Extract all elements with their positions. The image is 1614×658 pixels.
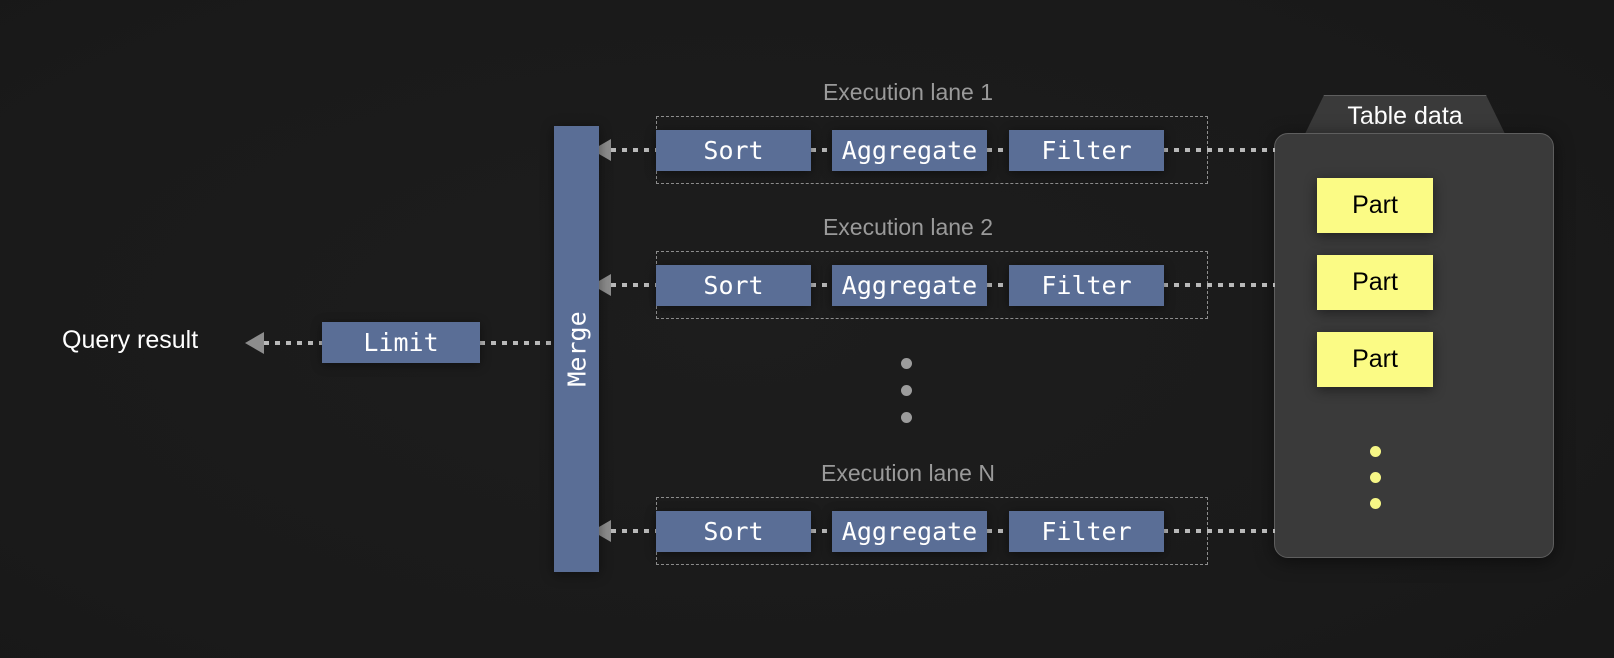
connector-lane-1-internal-d	[987, 148, 1009, 152]
operator-filter-lane-1[interactable]: Filter	[1009, 130, 1164, 171]
operator-sort-lane-1[interactable]: Sort	[656, 130, 811, 171]
merge-operator[interactable]: Merge	[554, 126, 599, 572]
ellipsis-dot	[1370, 446, 1381, 457]
operator-aggregate-lane-2[interactable]: Aggregate	[832, 265, 987, 306]
connector-lane-n-internal-d	[987, 529, 1009, 533]
connector-lane-1-to-table	[1163, 148, 1275, 152]
connector-lane-2-internal-b	[811, 283, 833, 287]
arrow-to-query-result-icon	[245, 332, 264, 354]
part-ellipsis	[1370, 446, 1381, 509]
connector-lane-2-to-table	[1163, 283, 1275, 287]
ellipsis-dot	[901, 358, 912, 369]
operator-filter-lane-n[interactable]: Filter	[1009, 511, 1164, 552]
operator-sort-lane-2[interactable]: Sort	[656, 265, 811, 306]
lane-title-n: Execution lane N	[821, 460, 995, 486]
table-data-title: Table data	[1347, 102, 1463, 130]
connector-lane-n-to-table	[1163, 529, 1275, 533]
connector-limit-to-result	[264, 341, 324, 345]
ellipsis-dot	[1370, 472, 1381, 483]
operator-sort-lane-n[interactable]: Sort	[656, 511, 811, 552]
connector-lane-2-to-merge	[611, 283, 659, 287]
connector-lane-1-to-merge	[611, 148, 659, 152]
connector-lane-1-internal-b	[811, 148, 833, 152]
ellipsis-dot	[901, 385, 912, 396]
operator-aggregate-lane-n[interactable]: Aggregate	[832, 511, 987, 552]
lane-operators-1: Sort Aggregate Filter	[656, 130, 1208, 171]
lane-title-2: Execution lane 2	[822, 214, 994, 240]
connector-merge-to-limit	[480, 341, 556, 345]
table-data-tab-shape	[1302, 95, 1508, 140]
connector-lane-n-internal-b	[811, 529, 833, 533]
connector-lane-n-to-merge	[611, 529, 659, 533]
connector-lane-2-internal-d	[987, 283, 1009, 287]
part-block-3[interactable]: Part	[1317, 332, 1433, 387]
lane-title-1: Execution lane 1	[822, 79, 994, 105]
merge-label: Merge	[562, 311, 591, 387]
ellipsis-dot	[1370, 498, 1381, 509]
lane-ellipsis	[901, 358, 912, 423]
table-data-tab: Table data	[1302, 95, 1508, 140]
lane-operators-n: Sort Aggregate Filter	[656, 511, 1208, 552]
lane-operators-2: Sort Aggregate Filter	[656, 265, 1208, 306]
ellipsis-dot	[901, 412, 912, 423]
operator-limit[interactable]: Limit	[322, 322, 480, 363]
part-block-1[interactable]: Part	[1317, 178, 1433, 233]
query-result-label: Query result	[62, 326, 199, 354]
part-block-2[interactable]: Part	[1317, 255, 1433, 310]
operator-aggregate-lane-1[interactable]: Aggregate	[832, 130, 987, 171]
operator-filter-lane-2[interactable]: Filter	[1009, 265, 1164, 306]
